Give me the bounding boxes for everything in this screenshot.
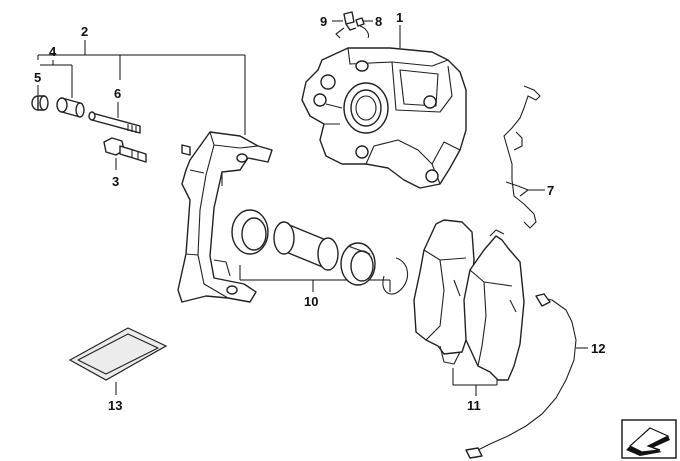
label-8: 8 — [375, 14, 382, 29]
arrow-down-left-icon — [621, 419, 677, 459]
label-7: 7 — [547, 183, 554, 198]
part-5-cap — [31, 95, 49, 111]
part-3-hex-bolt — [103, 137, 147, 163]
part-10-piston-kit — [231, 209, 409, 295]
part-7-spring-clip — [503, 85, 541, 229]
part-4-guide-bushing — [56, 97, 85, 118]
leader-lines — [37, 20, 588, 396]
label-4: 4 — [49, 44, 57, 59]
label-3: 3 — [112, 174, 119, 189]
part-2-carrier-bracket — [177, 131, 273, 303]
label-11: 11 — [467, 398, 481, 413]
part-6-guide-bolt — [88, 111, 191, 156]
label-13: 13 — [108, 398, 122, 413]
label-6: 6 — [114, 86, 121, 101]
label-1: 1 — [396, 10, 403, 25]
part-13-grease-packet — [68, 327, 168, 381]
part-11-brake-pads — [413, 219, 525, 381]
label-9: 9 — [320, 14, 327, 29]
label-12: 12 — [591, 341, 605, 356]
part-9-8-bleeder-valve — [335, 11, 370, 39]
callout-labels: 1 2 3 4 5 6 7 8 9 10 11 12 13 — [34, 10, 605, 413]
label-10: 10 — [304, 294, 318, 309]
label-2: 2 — [81, 24, 88, 39]
part-12-wear-sensor — [465, 293, 577, 459]
part-1-caliper-housing — [301, 47, 467, 189]
label-5: 5 — [34, 70, 41, 85]
